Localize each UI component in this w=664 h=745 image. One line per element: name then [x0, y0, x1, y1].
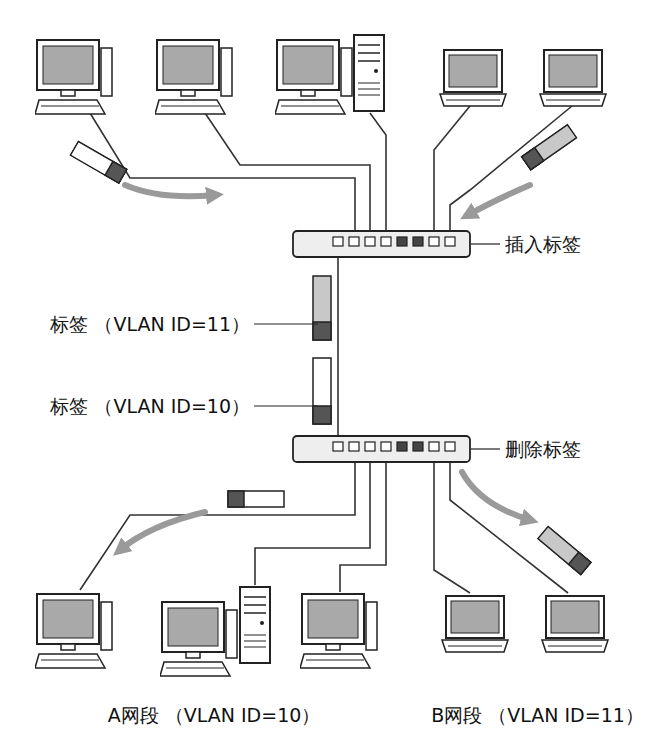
segment-border [18, 12, 408, 735]
computers [35, 35, 608, 676]
use-shape [440, 50, 506, 106]
switch-port [365, 442, 375, 451]
switch-port [381, 237, 391, 246]
network-segment: B网段 （VLAN ID=11） [425, 12, 650, 735]
switch-port [413, 237, 423, 246]
line-shape [254, 405, 318, 406]
switch-port [333, 237, 343, 246]
use-shape [35, 40, 112, 114]
rect-shape [313, 322, 331, 340]
path-shape [340, 456, 386, 592]
path-shape [125, 185, 215, 196]
switch-port [349, 442, 359, 451]
path-shape [450, 456, 568, 593]
rect-shape [293, 231, 470, 257]
switch-port [397, 237, 407, 246]
segment-outline [425, 12, 652, 737]
use-shape [228, 491, 284, 507]
segment-label-box: B网段 （VLAN ID=11） [425, 703, 650, 727]
line-shape [471, 243, 500, 244]
wires [80, 106, 572, 593]
path-shape [370, 113, 386, 240]
stacked-tags [313, 276, 331, 424]
callout-label: 插入标签 [505, 232, 581, 256]
g-shape [333, 237, 455, 451]
segment-label: A网段 （VLAN ID=10） [108, 704, 321, 726]
use-shape [542, 596, 608, 652]
callout-label: 标签 （VLAN ID=10） [50, 394, 250, 418]
rect-shape [293, 436, 470, 462]
path-shape [80, 456, 355, 590]
path-shape [462, 472, 530, 520]
switch-port [445, 237, 455, 246]
switch-port [429, 237, 439, 246]
path-shape [468, 185, 530, 215]
use-shape [300, 594, 377, 668]
use-shape [240, 587, 270, 663]
path-shape [337, 250, 339, 450]
switch-port [445, 442, 455, 451]
use-shape [442, 596, 508, 652]
use-shape [522, 125, 577, 170]
switch-port [381, 442, 391, 451]
use-shape [155, 40, 232, 114]
use-shape [35, 594, 112, 668]
switch-port [413, 442, 423, 451]
segment-border [425, 12, 650, 735]
switch-port [365, 237, 375, 246]
line-shape [254, 323, 318, 324]
flow-arrows [120, 185, 530, 550]
switch-port [397, 442, 407, 451]
segment-label-box: A网段 （VLAN ID=10） [18, 703, 410, 727]
segment-outline [18, 12, 412, 737]
callout-label: 删除标签 [505, 437, 581, 461]
callout-label: 标签 （VLAN ID=11） [50, 312, 250, 336]
leader-lines [254, 244, 500, 449]
switch-port [333, 442, 343, 451]
moving-tags [70, 125, 591, 575]
rect-shape [313, 276, 331, 340]
use-shape [160, 602, 237, 676]
line-shape [471, 448, 500, 449]
path-shape [120, 512, 205, 550]
use-shape [540, 50, 606, 106]
use-shape [70, 141, 126, 183]
rect-shape [313, 406, 331, 424]
use-shape [538, 526, 591, 574]
network-segment: A网段 （VLAN ID=10） [18, 12, 410, 735]
use-shape [354, 35, 384, 111]
use-shape [275, 40, 352, 114]
rect-shape [313, 358, 331, 424]
path-shape [205, 113, 370, 240]
path-shape [434, 106, 470, 240]
path-shape [90, 113, 355, 240]
path-shape [450, 106, 572, 240]
switch-port [349, 237, 359, 246]
switches [293, 231, 470, 462]
switch-port [429, 442, 439, 451]
segment-label: B网段 （VLAN ID=11） [431, 704, 644, 726]
